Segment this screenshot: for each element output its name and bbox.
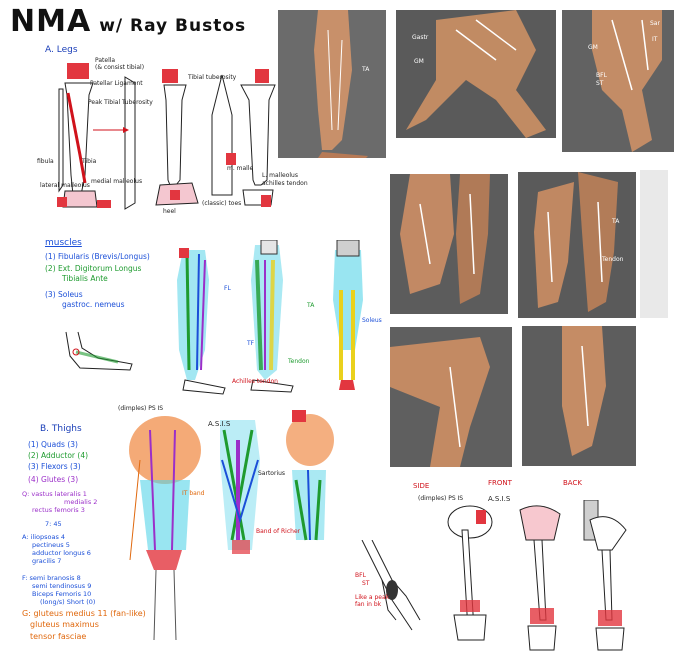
thigh-label-sartorius: Sartorius — [258, 470, 286, 477]
leg-label-achilles: Achilles tendon — [232, 378, 278, 385]
thigh-item-3: (3) Flexors (3) — [28, 462, 81, 471]
thigh-muscles-drawing — [129, 410, 334, 640]
thigh-item-4: (4) Glutes (3) — [28, 475, 79, 484]
label-medial-malleolus: medial malleolus — [91, 178, 143, 185]
thigh-item-5: Q: vastus lateralis 1 — [22, 490, 87, 498]
thigh-item-11: adductor longus 6 — [32, 549, 91, 557]
label-peak-tibial: Peak Tibial Tuberosity — [88, 99, 153, 106]
label-patella: Patella — [95, 57, 116, 64]
photo3-label-st: ST — [596, 80, 604, 87]
leg-label-fl: FL — [224, 285, 231, 292]
thigh-item-8: 7: 45 — [45, 520, 62, 528]
label-patellar-ligament: Patellar Ligament — [90, 80, 143, 87]
thigh-item-13: F: semi branosis 8 — [22, 574, 81, 582]
thigh-item-1: (1) Quads (3) — [28, 440, 78, 449]
muscles-heading: muscles — [45, 238, 82, 248]
label-l-malleolus: L. malleolus — [262, 172, 298, 179]
foot-sketch — [65, 331, 133, 371]
label-lateral-malleolus: lateral malleolus — [40, 182, 90, 189]
photo-walking-side — [396, 10, 556, 138]
knee-sketch — [361, 540, 421, 631]
leg-label-tf: TF — [247, 340, 255, 347]
thigh-item-19: tensor fasciae — [30, 632, 87, 641]
thigh-label-dimples: (dimples) PS IS — [118, 405, 164, 412]
photo-strip — [640, 170, 668, 318]
section-legs-heading: A. Legs — [45, 45, 78, 55]
photo2-label-gasr: Gastr — [412, 34, 429, 41]
thigh-label-it-band: IT band — [182, 490, 205, 497]
photo5-label-tendon: Tendon — [602, 256, 624, 263]
knee-label-back-note: Like a peak fan in bk — [355, 594, 390, 608]
label-tibial-tuberosity: Tibial tuberosity — [188, 74, 237, 81]
leg-bones-back-drawing — [240, 69, 276, 207]
leg-label-tendon: Tendon — [288, 358, 310, 365]
page-title: NMA w/ Ray Bustos — [10, 4, 246, 39]
leg-bones-side-drawing — [155, 69, 236, 206]
label-tibial-note: (& consist tibial) — [95, 64, 145, 71]
thigh-item-6: medialis 2 — [64, 498, 98, 506]
view-label-back: BACK — [563, 479, 582, 487]
thigh-item-2: (2) Adductor (4) — [28, 451, 89, 460]
photo1-label-ta: TA — [362, 66, 370, 73]
muscle-item-2: (2) Ext. Digitorum Longus — [45, 264, 142, 273]
muscle-item-4: (3) Soleus — [45, 290, 83, 299]
thigh-item-18: gluteus maximus — [30, 620, 99, 629]
photo-calves-2 — [518, 172, 636, 318]
photo2-label-gm: GM — [414, 58, 424, 65]
view-label-side: SIDE — [413, 482, 430, 490]
photo-leg-bent-2 — [522, 326, 636, 466]
label-heel: heel — [163, 208, 176, 215]
photo-calves-1 — [390, 174, 508, 314]
thigh-item-12: gracilis 7 — [32, 557, 62, 565]
thigh-item-17: G: gluteus medius 11 (fan-like) — [22, 609, 146, 618]
label-fibula: fibula — [37, 158, 54, 165]
photo5-label-ta: TA — [612, 218, 620, 225]
thigh-item-15: Biceps Femoris 10 — [32, 590, 92, 598]
leg-label-ta: TA — [307, 302, 315, 309]
title-main: NMA — [10, 4, 92, 39]
title-sub: w/ Ray Bustos — [99, 16, 247, 36]
label-toes: (classic) toes — [202, 200, 242, 207]
photo-leg-bent-1 — [390, 327, 512, 467]
view-label-dimples: (dimples) PS IS — [418, 495, 464, 502]
pelvis-femur-views-drawing — [447, 500, 627, 651]
label-m-malleolus: m. malleolus — [227, 165, 266, 172]
label-tibia: Tibia — [82, 158, 97, 165]
photo3-label-gm: GM — [588, 44, 598, 51]
thigh-item-9: A: iliopsoas 4 — [22, 533, 66, 541]
thigh-label-asis: A.S.I.S — [208, 420, 231, 428]
photo-leg-front — [278, 10, 386, 158]
thigh-item-14: semi tendinosus 9 — [32, 582, 92, 590]
section-thighs-heading: B. Thighs — [40, 424, 82, 434]
muscle-item-1: (1) Fibularis (Brevis/Longus) — [45, 252, 150, 261]
photo3-label-it: IT — [652, 36, 658, 43]
photo-walking-back — [562, 10, 674, 152]
view-label-asis: A.S.I.S — [488, 495, 511, 503]
muscle-item-5: gastroc. nemeus — [62, 300, 125, 309]
photo3-label-bfl: BFL — [596, 72, 607, 79]
thigh-label-band-richer: Band of Richer — [256, 528, 301, 535]
thigh-item-10: pectineus 5 — [32, 541, 70, 549]
thigh-item-7: rectus femoris 3 — [32, 506, 85, 514]
knee-label-bfl: BFL — [355, 572, 366, 579]
leg-label-soleus: Soleus — [362, 317, 382, 324]
photo3-label-sar: Sar — [650, 20, 660, 27]
leg-bones-front-drawing — [57, 63, 136, 210]
view-label-front: FRONT — [488, 479, 512, 487]
thigh-item-16: (long/s) Short (0) — [40, 598, 96, 606]
leg-muscles-drawing — [177, 240, 363, 395]
label-achilles: achilles tendon — [262, 180, 308, 187]
muscle-item-3: Tibialis Ante — [62, 274, 108, 283]
knee-label-st: ST — [362, 580, 370, 587]
